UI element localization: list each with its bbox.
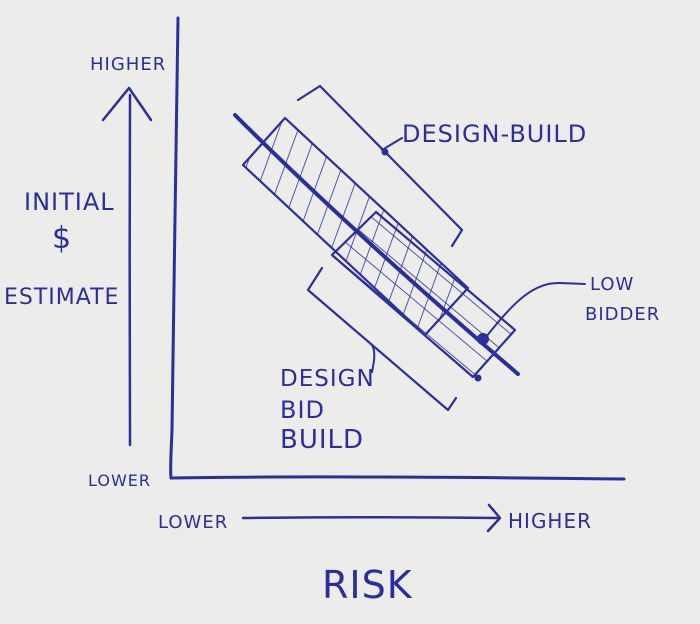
y-axis-top-label: HIGHER [90,54,166,75]
design-build-bracket [296,84,464,248]
design-build-pointer [381,137,403,151]
tick-dot-lower [474,374,482,382]
tick-dot-upper [381,148,389,156]
design-bid-build-label-line-1: DESIGN [280,366,375,392]
y-axis-bottom-label: LOWER [88,471,151,490]
y-axis-line [169,16,180,480]
design-bid-build-bracket [306,266,458,412]
design-build-label: DESIGN-BUILD [402,120,587,148]
low-bidder-label-line-2: BIDDER [585,304,660,325]
y-axis-title-line-2: $ [52,221,72,256]
x-arrow-head [486,503,502,533]
y-axis-title-line-3: ESTIMATE [4,285,119,310]
design-bid-build-label-line-2: BID [280,396,325,424]
y-axis-title-line-1: INITIAL [24,188,115,216]
design-bid-build-band [330,210,517,379]
x-axis-title: RISK [322,563,413,607]
x-axis-left-label: LOWER [158,512,228,533]
low-bidder-point [477,333,489,345]
x-direction-arrow [241,516,499,520]
x-axis-right-label: HIGHER [508,509,592,533]
design-bid-build-label-line-3: BUILD [280,425,364,455]
x-axis-line [169,475,626,481]
low-bidder-label-line-1: LOW [590,274,634,295]
low-bidder-pointer [485,281,586,338]
design-bid-build-pointer [371,344,376,373]
y-arrow-head [101,86,153,122]
